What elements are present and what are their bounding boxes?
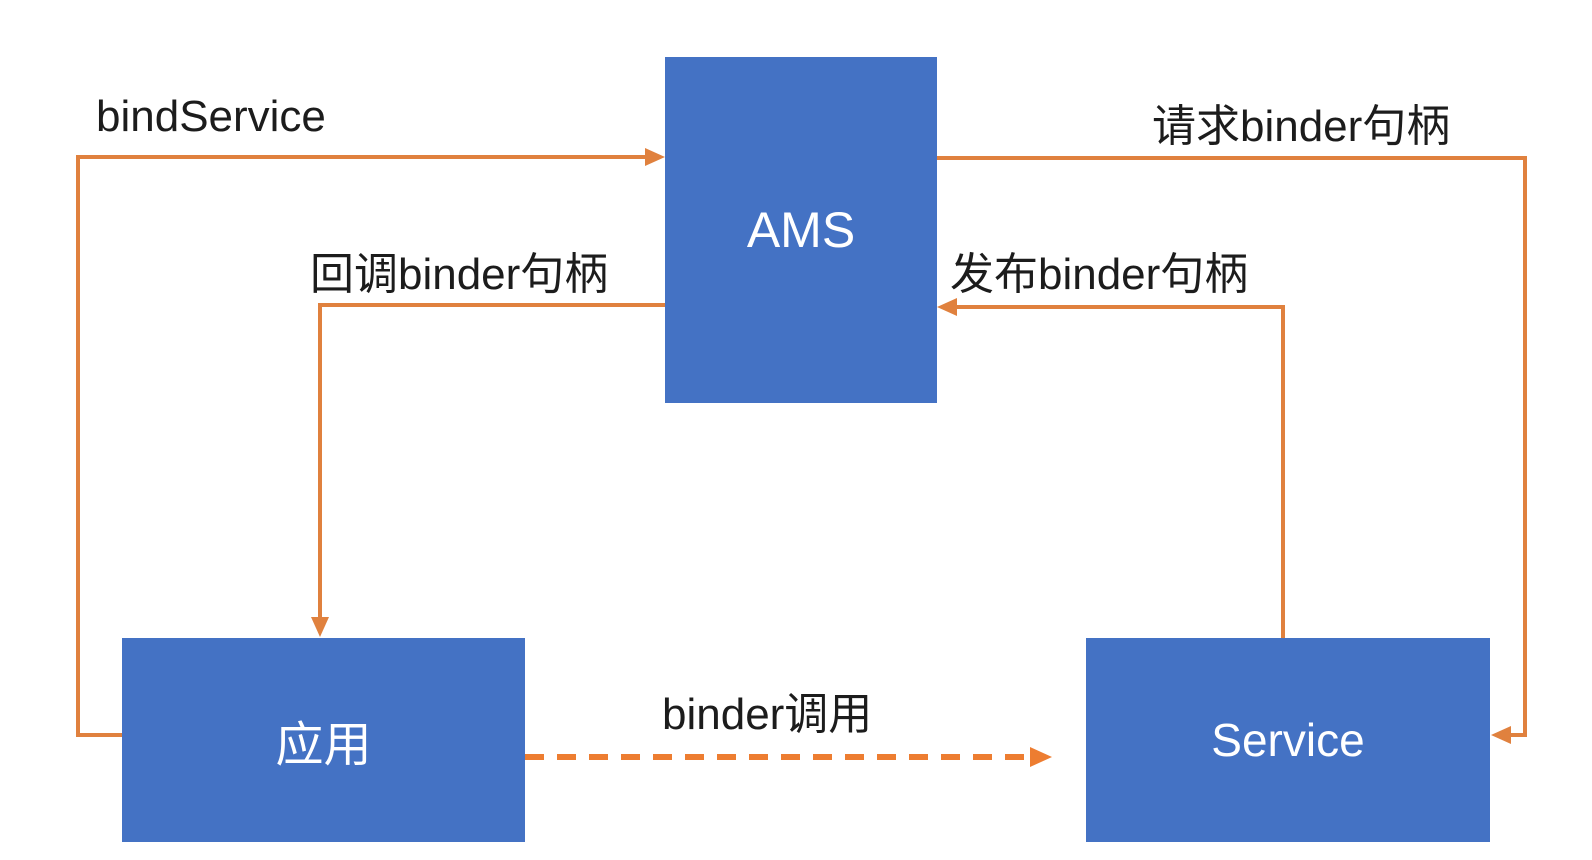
arrow-publish-binder [937, 298, 1285, 638]
node-service: Service [1086, 638, 1490, 842]
node-ams-label: AMS [746, 202, 856, 258]
edge-label-callback-binder: 回调binder句柄 [310, 250, 609, 299]
node-app: 应用 [122, 638, 525, 842]
node-ams: AMS [665, 57, 937, 403]
edge-label-publish-binder: 发布binder句柄 [950, 250, 1249, 299]
arrow-binder-call [525, 747, 1052, 767]
arrow-bind-service [76, 148, 665, 737]
edge-label-bind-service: bindService [96, 92, 326, 141]
edge-label-binder-call: binder调用 [662, 690, 873, 739]
edge-label-request-binder: 请求binder句柄 [1152, 102, 1451, 151]
node-app-label: 应用 [275, 719, 372, 772]
node-service-label: Service [1211, 714, 1365, 766]
arrow-request-binder [937, 156, 1527, 744]
arrow-callback-binder [311, 303, 665, 637]
